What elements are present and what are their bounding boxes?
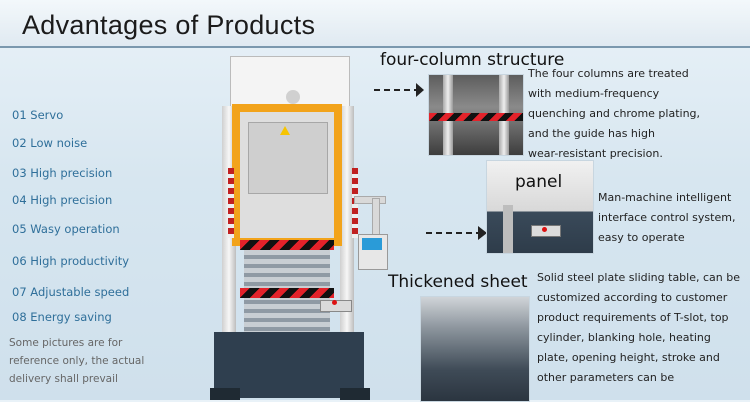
desc-line: and the guide has high [528,127,655,140]
machine-base [214,332,364,398]
panel-screen [362,238,382,250]
callout-title-sheet: Thickened sheet [388,272,528,292]
desc-line: Solid steel plate sliding table, can be [537,271,740,284]
callout-title-four-column: four-column structure [380,50,565,70]
feature-item: 02 Low noise [12,136,88,150]
desc-line: plate, opening height, stroke and [537,351,720,364]
arrow-icon [426,226,487,240]
feature-item: 04 High precision [12,193,113,207]
light-curtain-left [228,168,234,238]
desc-line: interface control system, [598,211,736,224]
desc-line: easy to operate [598,231,685,244]
foot-left [210,388,240,400]
feature-item: 07 Adjustable speed [12,285,130,299]
header-bar [0,0,750,48]
panel-photo [486,160,594,254]
desc-line: product requirements of T-slot, top [537,311,729,324]
callout-desc-panel: Man-machine intelligent interface contro… [598,188,748,248]
header-divider [0,46,750,48]
hydraulic-press-machine [200,48,420,400]
hazard-bar-upper [240,240,334,250]
desc-line: other parameters can be [537,371,675,384]
page-title: Advantages of Products [22,10,316,40]
emergency-stop-icon [332,300,337,305]
desc-line: quenching and chrome plating, [528,107,701,120]
callout-title-panel: panel [515,172,563,192]
callout-desc-four-column: The four columns are treated with medium… [528,64,743,164]
desc-line: cylinder, blanking hole, heating [537,331,711,344]
feature-item: 03 High precision [12,166,113,180]
callout-desc-sheet: Solid steel plate sliding table, can be … [537,268,749,388]
feature-item: 01 Servo [12,108,64,122]
desc-line: The four columns are treated [528,67,689,80]
desc-line: customized according to customer [537,291,728,304]
sheet-photo [420,296,530,402]
column-photo [428,74,524,156]
machine-column-right [340,106,354,346]
hazard-bar-lower [240,288,334,298]
logo-mark [286,90,300,104]
warning-icon [280,126,290,135]
feature-item: 08 Energy saving [12,310,112,324]
desc-line: wear-resistant precision. [528,147,663,160]
foot-right [340,388,370,400]
desc-line: with medium-frequency [528,87,660,100]
panel-arm [354,196,386,204]
arrow-icon [374,83,424,97]
feature-item: 06 High productivity [12,254,130,268]
feature-item: 05 Wasy operation [12,222,120,236]
desc-line: Man-machine intelligent [598,191,732,204]
disclaimer-note: Some pictures are for reference only, th… [9,337,145,385]
